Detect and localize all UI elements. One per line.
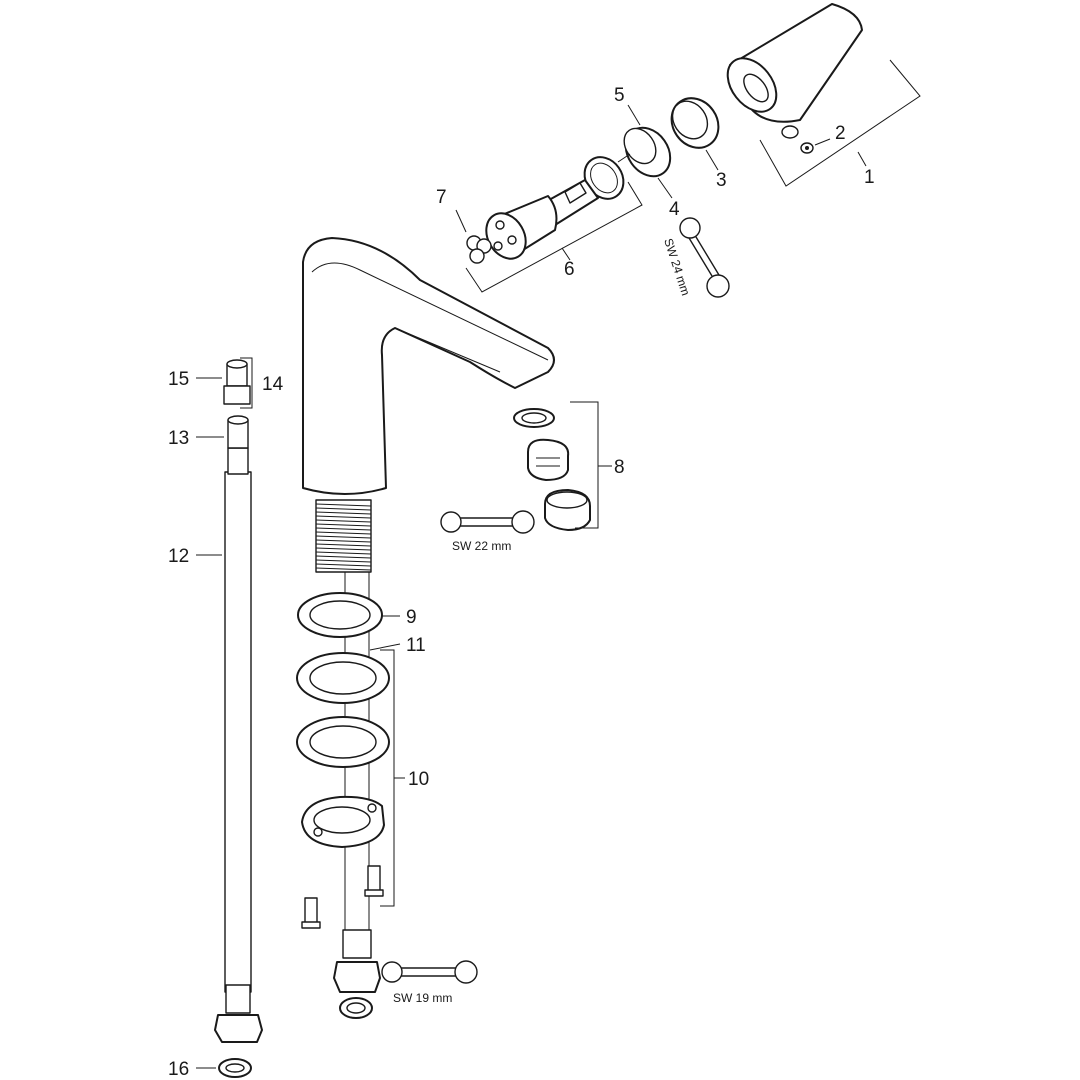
callout-8: 8 <box>614 457 625 478</box>
callout-6: 6 <box>564 259 575 280</box>
thread-line <box>315 507 372 511</box>
callout-7: 7 <box>436 187 447 208</box>
wrench-label-sw24: SW 24 mm <box>661 237 693 298</box>
thread-line <box>315 555 372 559</box>
hose-connector-part-13 <box>227 415 249 449</box>
thread-line <box>315 551 372 555</box>
threaded-shank <box>315 499 372 573</box>
thread-line <box>315 547 372 551</box>
wrench-sw24-icon <box>679 217 730 298</box>
callout-5: 5 <box>614 85 625 106</box>
washer-part-9 <box>297 592 383 638</box>
thread-line <box>315 523 372 527</box>
callout-4: 4 <box>669 199 680 220</box>
wrench-label-sw19: SW 19 mm <box>393 991 452 1005</box>
callout-9: 9 <box>406 607 417 628</box>
callout-2: 2 <box>835 123 846 144</box>
wrench-sw22-icon <box>440 510 535 534</box>
seals-part-7 <box>466 235 492 264</box>
grub-screw-part-2 <box>781 125 814 154</box>
callout-1: 1 <box>864 167 875 188</box>
thread-line <box>315 527 372 531</box>
leader-lines <box>196 59 921 1069</box>
thread-line <box>315 543 372 547</box>
cartridge-part-6 <box>485 156 625 260</box>
callout-16: 16 <box>168 1059 189 1080</box>
hose-washer <box>339 997 373 1019</box>
callout-3: 3 <box>716 170 727 191</box>
callout-10: 10 <box>408 769 429 790</box>
thread-line <box>315 563 372 567</box>
thread-line <box>315 503 372 507</box>
adapter-part-14-15 <box>223 359 251 405</box>
callout-14: 14 <box>262 374 284 395</box>
callout-12: 12 <box>168 546 189 567</box>
callout-13: 13 <box>168 428 189 449</box>
handle-lever <box>726 3 863 123</box>
thread-line <box>315 531 372 535</box>
mounting-screws <box>301 865 384 929</box>
thread-line <box>315 519 372 523</box>
thread-line <box>315 535 372 539</box>
thread-line <box>315 539 372 543</box>
thread-line <box>315 567 372 571</box>
wrench-label-sw22: SW 22 mm <box>452 539 511 553</box>
thread-line <box>315 559 372 563</box>
mixer-body <box>302 237 555 495</box>
callout-11: 11 <box>406 635 426 656</box>
cartridge-nut-part-4-5 <box>617 126 672 178</box>
fixing-plate-part-10 <box>301 795 385 848</box>
cover-ring-part-3 <box>670 97 720 149</box>
thread-line <box>315 515 372 519</box>
thread-line <box>315 511 372 515</box>
callout-15: 15 <box>168 369 189 390</box>
washer-part-10 <box>296 716 390 768</box>
wrench-sw19-icon <box>381 960 478 984</box>
washer-part-11 <box>296 652 390 704</box>
washer-part-16 <box>218 1058 252 1078</box>
aerator-set-part-8 <box>513 408 591 531</box>
flexible-hose-part-12 <box>214 447 263 1043</box>
